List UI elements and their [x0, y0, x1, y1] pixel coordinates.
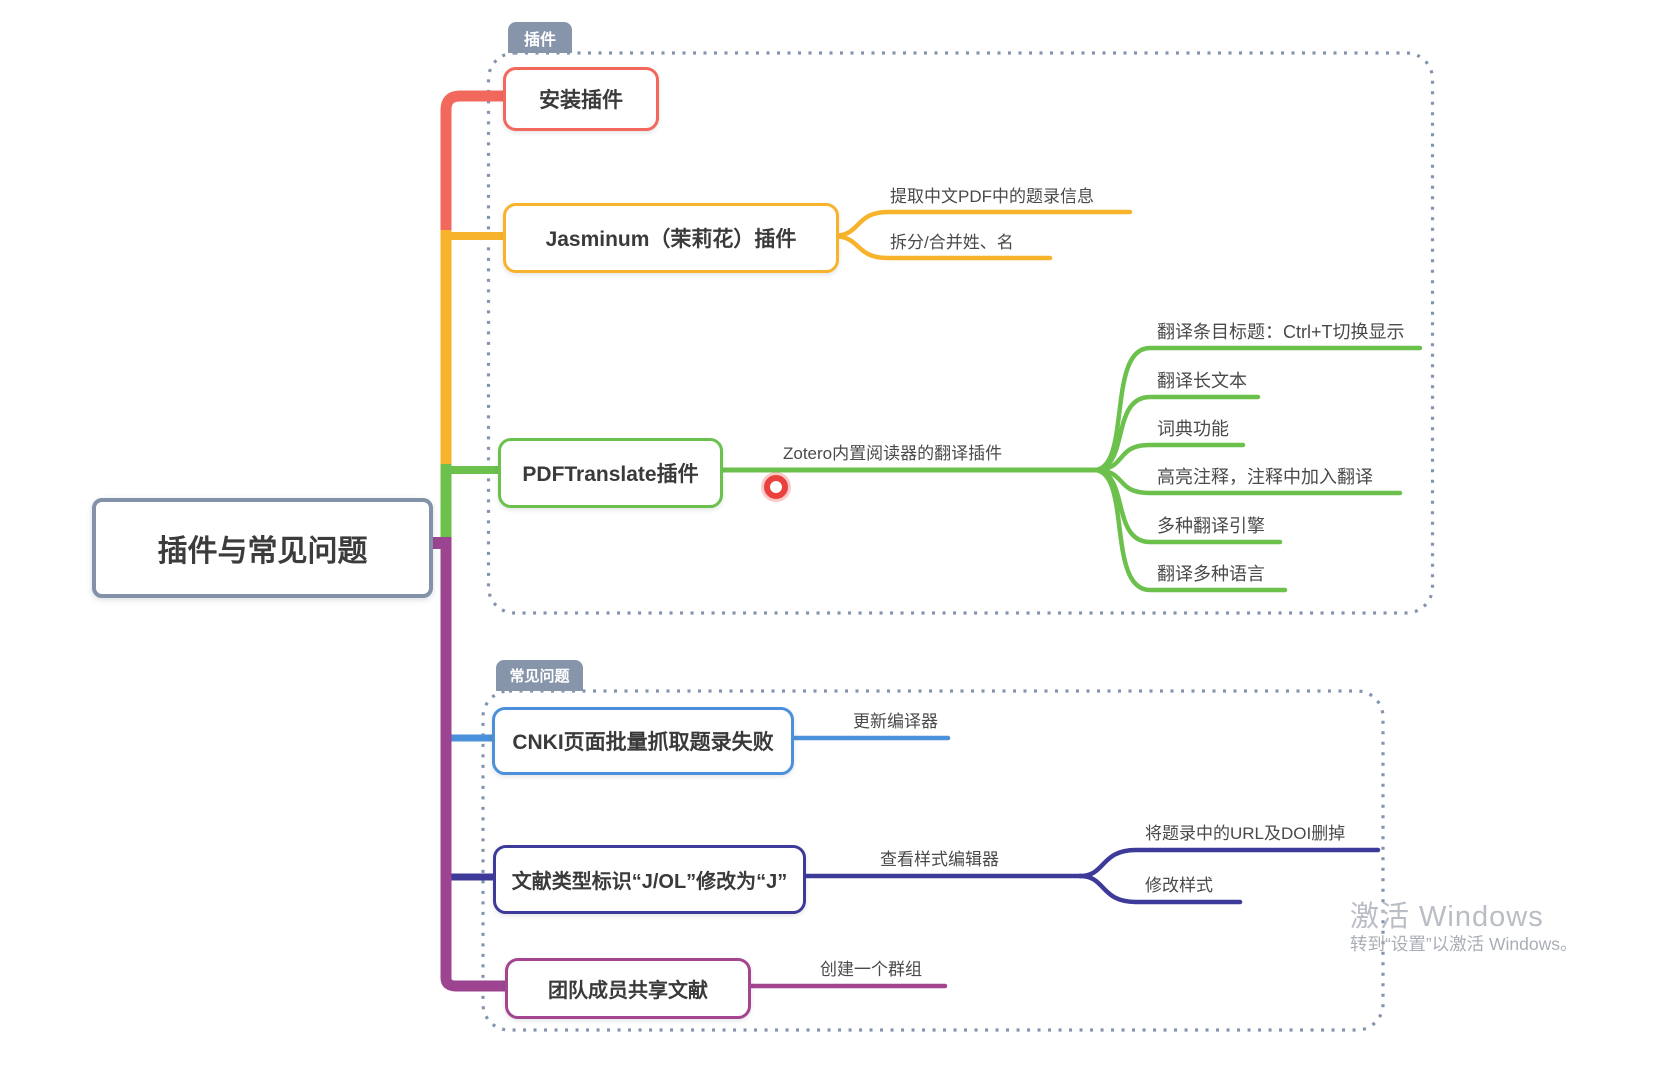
connector-styleeditor-child2 [1077, 873, 1243, 905]
leaf-pdftranslate-description[interactable]: Zotero内置阅读器的翻译插件 [783, 444, 1003, 463]
leaf-delete-url-doi[interactable]: 将题录中的URL及DOI删掉 [1145, 824, 1346, 843]
leaf-style-editor[interactable]: 查看样式编辑器 [880, 850, 999, 869]
leaf-modify-style[interactable]: 修改样式 [1145, 876, 1213, 895]
group-box-plugins [486, 51, 1435, 615]
leaf-pdft-translate-long-text[interactable]: 翻译长文本 [1157, 371, 1247, 391]
group-tab-faq[interactable]: 常见问题 [496, 660, 583, 691]
connector-jasminum-child2 [830, 233, 1053, 261]
leaf-jasminum-split-merge-names[interactable]: 拆分/合并姓、名 [890, 233, 1014, 252]
leaf-pdft-translate-title[interactable]: 翻译条目标题：Ctrl+T切换显示 [1157, 322, 1405, 342]
leaf-pdft-dictionary[interactable]: 词典功能 [1157, 419, 1229, 439]
pointer-ring-indicator [761, 472, 791, 502]
topic-team-share-literature[interactable]: 团队成员共享文献 [505, 958, 751, 1019]
group-tab-plugins[interactable]: 插件 [508, 22, 572, 53]
root-topic[interactable]: 插件与常见问题 [92, 498, 433, 598]
topic-doctype-jol-to-j[interactable]: 文献类型标识“J/OL”修改为“J” [493, 845, 806, 914]
topic-install-plugin[interactable]: 安装插件 [503, 67, 659, 131]
connector-pdft-child1 [1091, 345, 1423, 473]
topic-cnki-batch-capture-fail[interactable]: CNKI页面批量抓取题录失败 [492, 707, 794, 775]
leaf-jasminum-extract-metadata[interactable]: 提取中文PDF中的题录信息 [890, 187, 1094, 206]
group-box-faq [481, 689, 1385, 1032]
topic-jasminum-plugin[interactable]: Jasminum（茉莉花）插件 [503, 203, 839, 273]
windows-activation-watermark-line1: 激活 Windows [1350, 901, 1544, 933]
trunk-red-segment [440, 90, 503, 236]
trunk-purple-segment [440, 537, 505, 992]
connector-pdft-child6 [1091, 467, 1288, 593]
leaf-update-translator[interactable]: 更新编译器 [853, 712, 938, 731]
windows-activation-watermark-line2: 转到“设置”以激活 Windows。 [1350, 934, 1578, 954]
leaf-pdft-multiple-engines[interactable]: 多种翻译引擎 [1157, 516, 1265, 536]
connector-styleeditor-child1 [1077, 847, 1381, 879]
leaf-pdft-highlight-annotation[interactable]: 高亮注释，注释中加入翻译 [1157, 467, 1373, 487]
leaf-create-group[interactable]: 创建一个群组 [820, 960, 922, 979]
leaf-pdft-multiple-languages[interactable]: 翻译多种语言 [1157, 564, 1265, 584]
topic-pdftranslate-plugin[interactable]: PDFTranslate插件 [498, 438, 723, 508]
